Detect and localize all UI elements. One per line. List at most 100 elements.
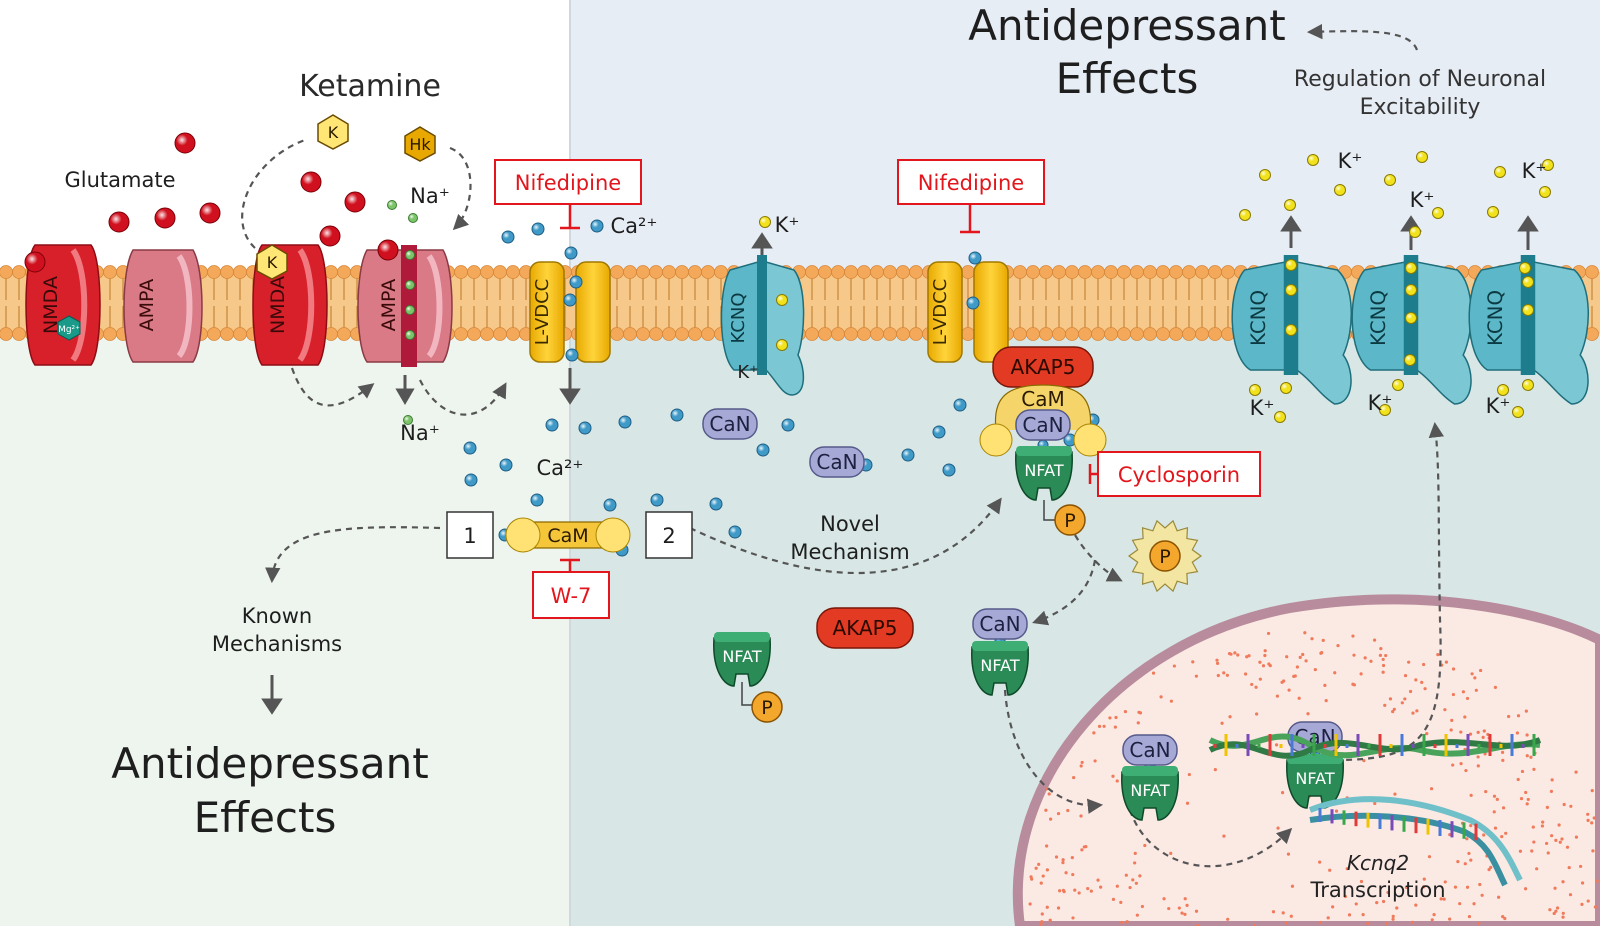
lipid-head — [1117, 327, 1131, 341]
lipid-head — [1026, 265, 1040, 279]
lipid-head — [610, 327, 624, 341]
can-label: CaN — [1129, 738, 1170, 762]
lipid-head — [896, 327, 910, 341]
known-mech-line2: Mechanisms — [212, 632, 342, 656]
antidepressant-top-line1: Antidepressant — [968, 1, 1285, 50]
regulation-line2: Excitability — [1360, 95, 1481, 120]
lipid-head — [1208, 265, 1222, 279]
phosphate-nfat: P — [751, 691, 783, 723]
lipid-head — [1065, 327, 1079, 341]
lipid-head — [337, 327, 351, 341]
k-ion-label-6: K⁺ — [1250, 396, 1275, 420]
lipid-head — [1078, 327, 1092, 341]
ca-mid-label: Ca²⁺ — [536, 456, 583, 480]
lipid-head — [805, 265, 819, 279]
nfat-nuclear-1: NFAT — [1121, 766, 1179, 821]
k-ion-label-1: K⁺ — [775, 213, 800, 237]
na-top-label: Na⁺ — [410, 184, 450, 208]
novel-mech-line2: Mechanism — [790, 540, 909, 564]
lipid-head — [961, 327, 975, 341]
ampa-label: AMPA — [136, 279, 158, 332]
antidepressant-top-line2: Effects — [1056, 54, 1199, 103]
lipid-head — [688, 265, 702, 279]
p-label: P — [1159, 546, 1170, 568]
calcineurin-cyto: CaN — [972, 608, 1028, 640]
lipid-head — [1039, 327, 1053, 341]
lipid-head — [662, 327, 676, 341]
lipid-head — [623, 265, 637, 279]
regulation-line1: Regulation of Neuronal — [1294, 67, 1546, 92]
lipid-head — [675, 327, 689, 341]
kcnq-channel-2: KCNQ — [1231, 255, 1352, 405]
kcnq-channel-1: KCNQ — [720, 255, 805, 396]
k-ion-label-5: K⁺ — [1522, 159, 1547, 183]
kcnq-label: KCNQ — [1247, 290, 1270, 346]
dna-helix — [1208, 733, 1542, 887]
lipid-head — [467, 265, 481, 279]
lipid-head — [714, 265, 728, 279]
can-label: CaN — [816, 450, 857, 474]
lipid-head — [1156, 265, 1170, 279]
lvdcc-label: L-VDCC — [930, 279, 951, 345]
nfat-label: NFAT — [722, 647, 761, 666]
lipid-head — [649, 265, 663, 279]
ketamine-k-icon-label: K — [328, 123, 339, 142]
nfat-label: NFAT — [1024, 461, 1063, 480]
lipid-head — [636, 265, 650, 279]
lipid-head — [1091, 327, 1105, 341]
pathway-arrows — [241, 23, 1445, 868]
transcription-label: Transcription — [1309, 878, 1445, 902]
lipid-head — [0, 265, 13, 279]
ketamine-k-icon: K — [317, 114, 349, 150]
lipid-head — [103, 265, 117, 279]
ampa-label: AMPA — [378, 279, 400, 332]
can-label: CaN — [1022, 413, 1063, 437]
lipid-head — [1117, 265, 1131, 279]
nfat-label: NFAT — [1295, 769, 1334, 788]
kcnq-label: KCNQ — [1367, 290, 1390, 346]
lipid-head — [480, 265, 494, 279]
nmda-label: NMDA — [40, 276, 62, 334]
hydroxyketamine-icon-label: Hk — [409, 135, 431, 154]
lipid-head — [220, 265, 234, 279]
lipid-head — [688, 327, 702, 341]
lipid-head — [883, 265, 897, 279]
mg-icon — [57, 315, 81, 341]
lipid-head — [636, 327, 650, 341]
lipid-head — [506, 265, 520, 279]
lipid-head — [675, 265, 689, 279]
nfat-membrane-complex: NFAT — [1015, 446, 1073, 501]
novel-mech-line1: Novel — [820, 512, 880, 536]
lipid-head — [1026, 327, 1040, 341]
known-mech-line1: Known — [242, 604, 312, 628]
akap5-label: AKAP5 — [833, 616, 898, 640]
k-ion-label-4: K⁺ — [1410, 188, 1435, 212]
lipid-head — [1195, 265, 1209, 279]
lipid-head — [220, 327, 234, 341]
lipid-head — [207, 327, 221, 341]
lipid-head — [857, 265, 871, 279]
lvdcc-label: L-VDCC — [532, 279, 553, 345]
ampa-receptor-2: AMPA — [357, 245, 453, 367]
akap5-anchored: AKAP5 — [992, 346, 1094, 388]
lipid-head — [1052, 265, 1066, 279]
w7-label: W-7 — [551, 584, 592, 608]
lipid-head — [883, 327, 897, 341]
calcineurin-nuclear-1: CaN — [1122, 734, 1178, 766]
lipid-head — [1065, 265, 1079, 279]
calmodulin-free: CaM — [505, 517, 631, 553]
flux-arrows — [261, 215, 1539, 715]
step-boxes: 1 2 — [446, 511, 693, 559]
lvdcc-channel-2: L-VDCC — [927, 261, 1009, 363]
inhibitor-boxes: Nifedipine Nifedipine W-7 Cyclosporin — [494, 159, 1261, 619]
lipid-head — [805, 327, 819, 341]
kcnq-label: KCNQ — [728, 292, 749, 343]
nfat-label: NFAT — [980, 656, 1019, 675]
lipid-head — [701, 327, 715, 341]
cyclosporin-label: Cyclosporin — [1118, 463, 1240, 487]
calcineurin-free-2: CaN — [809, 446, 865, 478]
nifedipine-right-label: Nifedipine — [918, 171, 1024, 195]
released-phosphate: P — [1127, 519, 1203, 593]
lipid-head — [857, 327, 871, 341]
